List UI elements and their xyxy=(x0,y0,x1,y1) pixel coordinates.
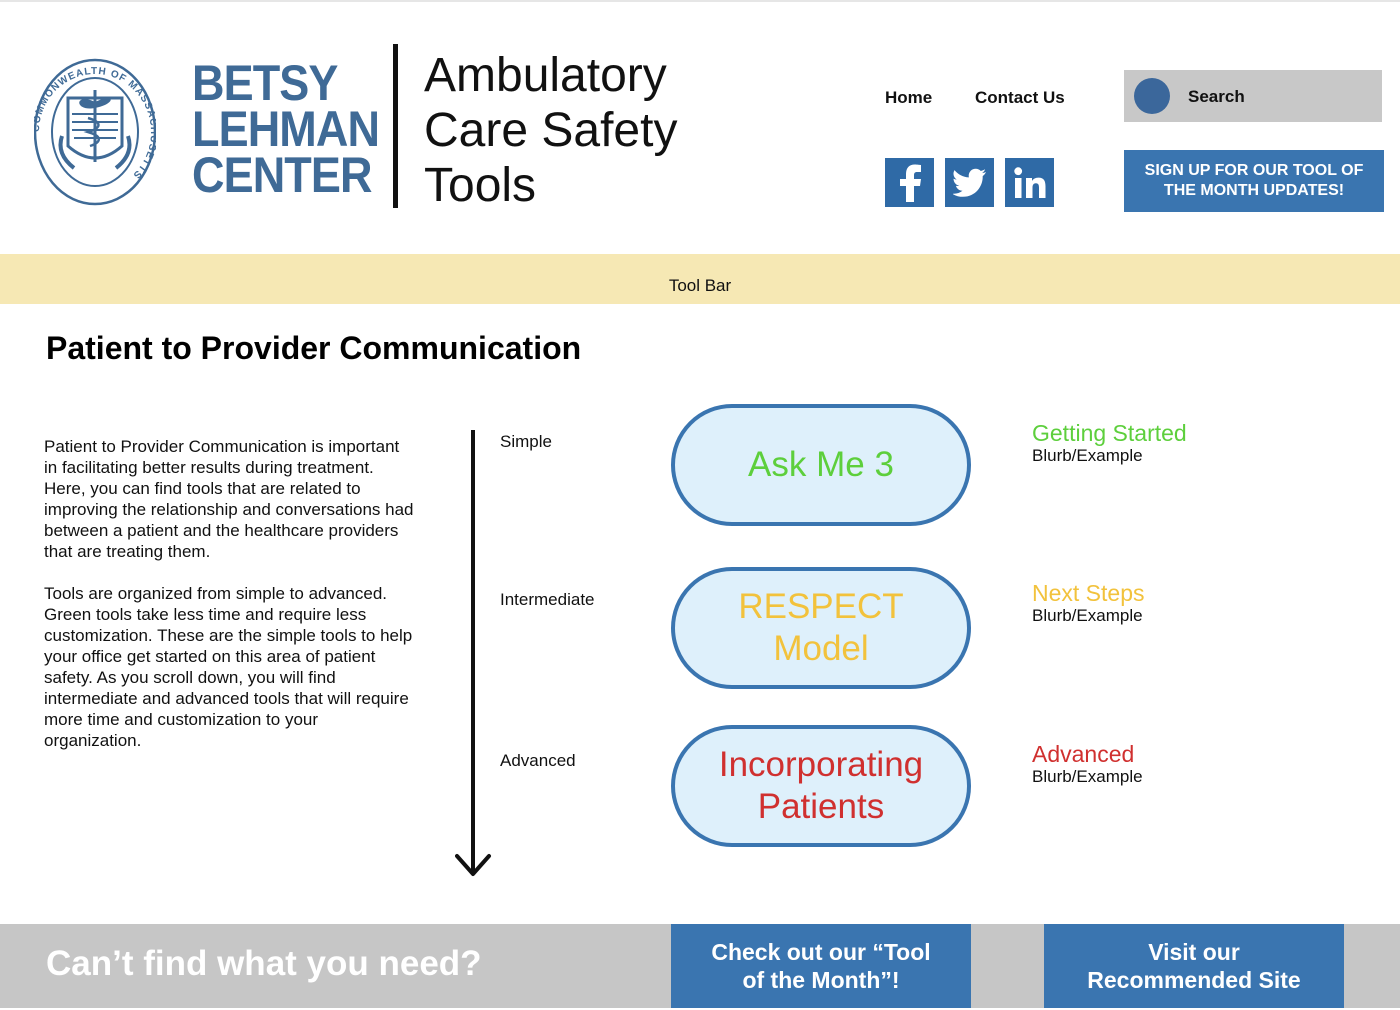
site-title-line: Tools xyxy=(424,159,537,212)
linkedin-icon[interactable] xyxy=(1005,158,1054,207)
brand-name: BETSY LEHMAN CENTER xyxy=(192,55,380,203)
state-seal-logo: COMMONWEALTH OF MASSACHUSETTS xyxy=(34,58,156,206)
description-paragraph: Patient to Provider Communication is imp… xyxy=(44,437,414,561)
tool-incorporating-patients-button[interactable]: Incorporating Patients xyxy=(671,725,971,847)
level-simple: Simple xyxy=(500,432,552,451)
signup-line: SIGN UP FOR OUR TOOL OF xyxy=(1144,162,1364,179)
button-line: Check out our “Tool xyxy=(711,939,931,965)
tier-blurb: Blurb/Example xyxy=(1032,767,1143,786)
level-advanced: Advanced xyxy=(500,751,576,770)
recommended-site-button[interactable]: Visit our Recommended Site xyxy=(1044,924,1344,1008)
tier-title: Advanced xyxy=(1032,741,1135,767)
header-divider xyxy=(393,44,398,208)
button-line: Recommended Site xyxy=(1087,967,1301,993)
description: Patient to Provider Communication is imp… xyxy=(44,436,416,772)
nav-contact-link[interactable]: Contact Us xyxy=(975,88,1065,107)
site-title-line: Care Safety xyxy=(424,104,678,157)
tool-label: Ask Me 3 xyxy=(748,445,894,484)
tier-getting-started: Getting Started Blurb/Example xyxy=(1032,421,1187,467)
tier-blurb: Blurb/Example xyxy=(1032,606,1143,625)
tier-next-steps: Next Steps Blurb/Example xyxy=(1032,581,1145,627)
signup-button[interactable]: SIGN UP FOR OUR TOOL OF THE MONTH UPDATE… xyxy=(1124,150,1384,212)
search-label: Search xyxy=(1188,87,1245,106)
footer-question: Can’t find what you need? xyxy=(46,944,482,983)
brand-line: LEHMAN xyxy=(192,101,380,157)
top-border xyxy=(0,0,1400,2)
tool-label: Patients xyxy=(757,787,885,826)
facebook-icon[interactable] xyxy=(885,158,934,207)
brand-line: BETSY xyxy=(192,55,338,111)
button-line: of the Month”! xyxy=(742,967,900,993)
twitter-icon[interactable] xyxy=(945,158,994,207)
search-bar[interactable]: Search xyxy=(1124,70,1382,122)
tool-label: RESPECT xyxy=(738,587,904,626)
tool-respect-model-button[interactable]: RESPECT Model xyxy=(671,567,971,689)
tool-bar-label: Tool Bar xyxy=(668,276,732,295)
difficulty-arrow-icon xyxy=(455,430,491,876)
tool-ask-me-3-button[interactable]: Ask Me 3 xyxy=(671,404,971,526)
tool-label: Model xyxy=(773,629,869,668)
tool-of-the-month-button[interactable]: Check out our “Tool of the Month”! xyxy=(671,924,971,1008)
level-intermediate: Intermediate xyxy=(500,590,595,609)
signup-line: THE MONTH UPDATES! xyxy=(1163,182,1345,199)
tier-advanced: Advanced Blurb/Example xyxy=(1032,742,1143,788)
button-line: Visit our xyxy=(1148,939,1240,965)
page-title: Patient to Provider Communication xyxy=(46,330,582,366)
tool-bar[interactable]: Tool Bar xyxy=(0,254,1400,304)
tier-blurb: Blurb/Example xyxy=(1032,446,1143,465)
brand-line: CENTER xyxy=(192,147,373,203)
description-paragraph: Tools are organized from simple to advan… xyxy=(44,584,413,750)
tier-title: Getting Started xyxy=(1032,420,1187,446)
tier-title: Next Steps xyxy=(1032,580,1145,606)
site-title: Ambulatory Care Safety Tools xyxy=(424,48,677,213)
site-title-line: Ambulatory xyxy=(424,49,667,102)
nav-home-link[interactable]: Home xyxy=(885,88,933,107)
tool-label: Incorporating xyxy=(718,745,924,784)
search-icon[interactable] xyxy=(1134,78,1170,114)
